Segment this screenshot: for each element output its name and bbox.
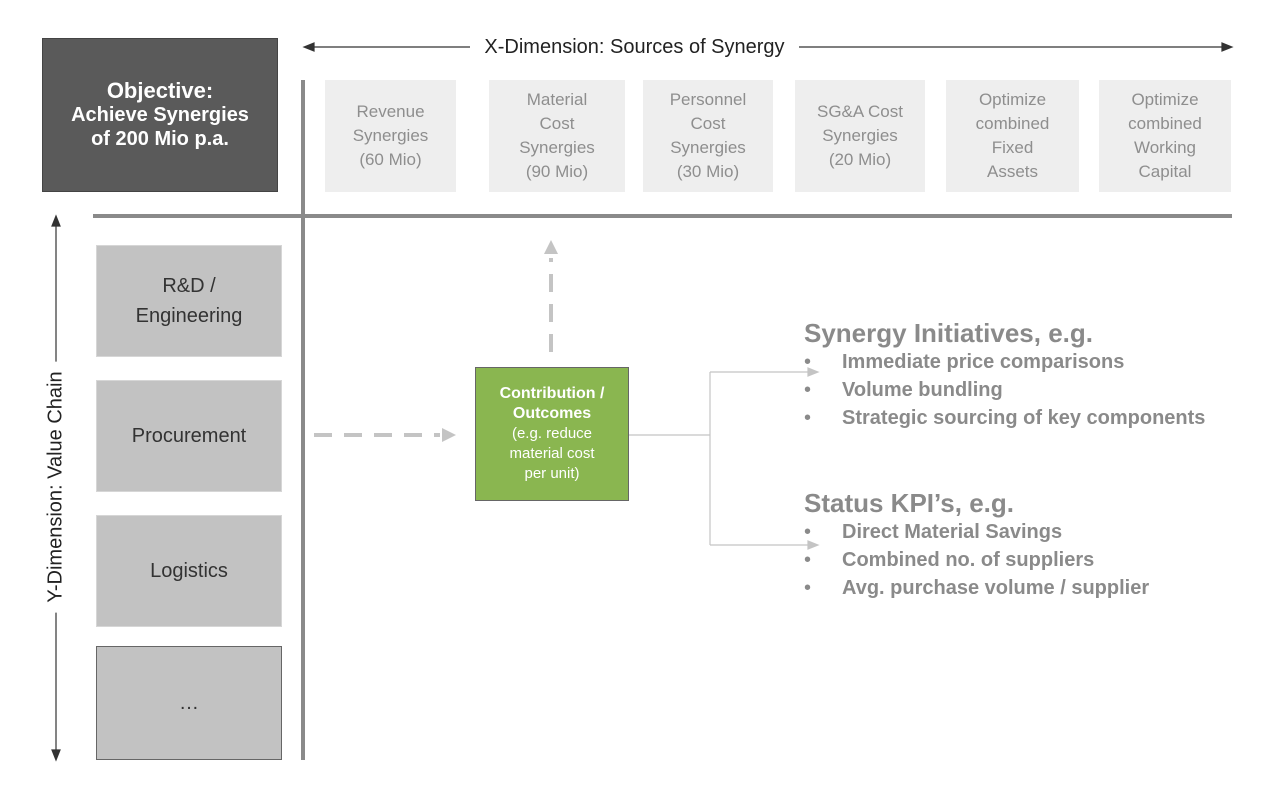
source-text: Working [1133, 138, 1197, 157]
value-chain-text: Engineering [135, 305, 243, 327]
source-text: Revenue [356, 102, 425, 121]
bullet: • [804, 549, 812, 571]
objective-line-2: Achieve Synergies [71, 104, 249, 126]
source-text: Capital [1138, 162, 1192, 181]
source-text: combined [975, 114, 1050, 133]
objective-box: Objective: Achieve Synergies of 200 Mio … [42, 38, 278, 192]
list-item-text: Avg. purchase volume / supplier [842, 577, 1150, 599]
source-text: Personnel [669, 90, 747, 109]
list-item: • Avg. purchase volume / supplier [804, 574, 1149, 602]
list-item-text: Volume bundling [842, 379, 1003, 401]
source-text: combined [1128, 114, 1202, 133]
value-chain-text: R&D / [162, 275, 216, 297]
source-box-working-capital: Optimize combined Working Capital [1099, 80, 1231, 192]
list-item: • Direct Material Savings [804, 518, 1149, 546]
contribution-desc-2: material cost [509, 445, 595, 462]
source-text: Optimize [978, 90, 1047, 109]
source-text: (20 Mio) [828, 150, 892, 169]
source-text: Fixed [991, 138, 1034, 157]
bullet: • [804, 379, 812, 401]
bullet: • [804, 521, 812, 543]
source-text: SG&A Cost [817, 102, 903, 121]
list-item: • Volume bundling [804, 376, 1205, 404]
initiatives-list: • Immediate price comparisons • Volume bun… [804, 348, 1205, 432]
value-chain-box-rnd: R&D / Engineering [96, 245, 282, 357]
kpis-list: • Direct Material Savings • Combined no. o… [804, 518, 1149, 602]
source-text: (30 Mio) [676, 162, 740, 181]
bracket-connector [629, 367, 820, 550]
dashed-arrow-right [314, 428, 456, 442]
value-chain-text: Procurement [131, 425, 247, 447]
source-text: Cost [690, 114, 726, 133]
list-item-text: Combined no. of suppliers [842, 549, 1095, 571]
source-text: Assets [986, 162, 1039, 181]
contribution-box: Contribution / Outcomes (e.g. reduce mat… [475, 367, 629, 501]
kpis-section: Status KPI’s, e.g. • Direct Material Savi… [804, 488, 1149, 602]
source-box-sga-cost: SG&A Cost Synergies (20 Mio) [795, 80, 925, 192]
initiatives-heading: Synergy Initiatives, e.g. [804, 318, 1093, 348]
list-item-text: Direct Material Savings [842, 521, 1063, 543]
bullet: • [804, 351, 812, 373]
value-chain-text: Logistics [150, 560, 228, 582]
source-text: Synergies [519, 138, 595, 157]
source-box-revenue: Revenue Synergies (60 Mio) [325, 80, 456, 192]
source-box-material-cost: Material Cost Synergies (90 Mio) [489, 80, 625, 192]
list-item: • Immediate price comparisons [804, 348, 1205, 376]
bullet: • [804, 407, 812, 429]
initiatives-section: Synergy Initiatives, e.g. • Immediate pri… [804, 318, 1205, 432]
source-text: Synergies [352, 126, 429, 145]
x-axis-label: X-Dimension: Sources of Synergy [0, 34, 1281, 60]
value-chain-box-more: … [96, 646, 282, 760]
kpis-heading: Status KPI’s, e.g. [804, 488, 1014, 518]
source-text: (90 Mio) [525, 162, 589, 181]
y-axis-label: Y-Dimension: Value Chain [44, 361, 68, 613]
value-chain-box-procurement: Procurement [96, 380, 282, 492]
list-item-text: Strategic sourcing of key components [842, 407, 1206, 429]
value-chain-text: … [179, 692, 199, 714]
source-text: Cost [539, 114, 575, 133]
source-text: (60 Mio) [359, 150, 422, 169]
bullet: • [804, 577, 812, 599]
contribution-title-1: Contribution / [499, 385, 605, 402]
list-item: • Combined no. of suppliers [804, 546, 1149, 574]
contribution-desc-3: per unit) [524, 465, 580, 482]
contribution-title-2: Outcomes [512, 405, 592, 422]
source-text: Material [526, 90, 588, 109]
value-chain-box-logistics: Logistics [96, 515, 282, 627]
objective-line-3: of 200 Mio p.a. [91, 128, 229, 150]
dashed-arrow-up [544, 240, 558, 352]
source-box-personnel-cost: Personnel Cost Synergies (30 Mio) [643, 80, 773, 192]
source-box-fixed-assets: Optimize combined Fixed Assets [946, 80, 1079, 192]
contribution-desc-1: (e.g. reduce [511, 425, 593, 442]
source-text: Synergies [670, 138, 746, 157]
source-text: Optimize [1131, 90, 1199, 109]
list-item-text: Immediate price comparisons [842, 351, 1125, 373]
list-item: • Strategic sourcing of key components [804, 404, 1205, 432]
objective-heading: Objective: [106, 78, 214, 103]
source-text: Synergies [822, 126, 898, 145]
